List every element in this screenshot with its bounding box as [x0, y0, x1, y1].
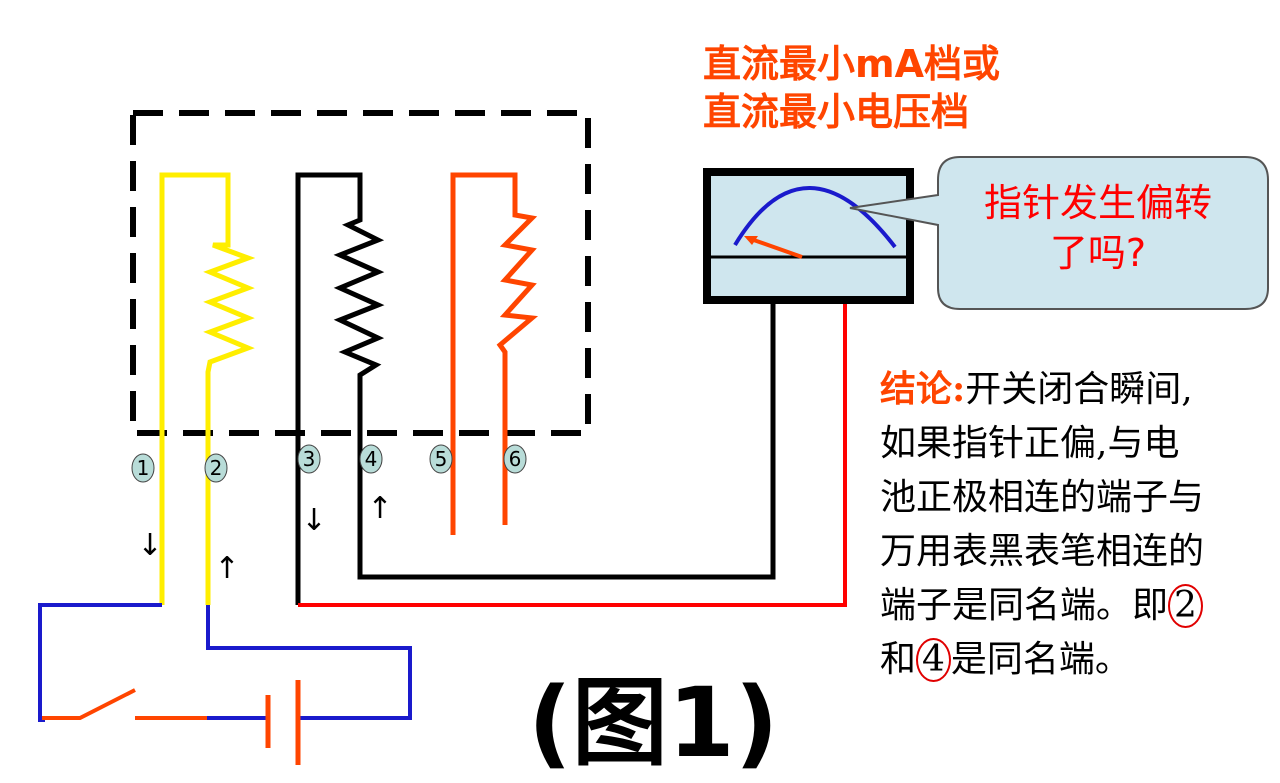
terminal-2: 2 — [204, 453, 228, 483]
transformer-housing — [130, 110, 591, 436]
conclusion-line4: 万用表黑表笔相连的 — [880, 531, 1205, 572]
terminal-3: 3 — [297, 444, 321, 474]
arrow-down-3: ↓ — [301, 503, 326, 538]
arrow-up-4: ↑ — [367, 491, 392, 526]
bubble-line2: 了吗? — [1049, 231, 1147, 275]
terminal-1: 1 — [131, 453, 155, 483]
terminal-number-2: 2 — [210, 456, 223, 480]
conclusion-label: 结论: — [880, 368, 966, 410]
terminal-number-3: 3 — [303, 447, 316, 471]
winding-yellow — [159, 172, 256, 605]
figure-caption: (图1) — [528, 667, 779, 779]
meter-scale-arc — [733, 186, 897, 249]
meter-setting-line2: 直流最小电压档 — [703, 90, 970, 134]
bubble-question: 指针发生偏转 了吗? — [948, 178, 1248, 278]
terminal-5: 5 — [429, 444, 453, 474]
terminal-6: 6 — [503, 444, 527, 474]
conclusion-line3: 池正极相连的端子与 — [880, 477, 1205, 518]
galvanometer — [703, 168, 914, 304]
winding-red — [450, 172, 539, 535]
conclusion-text: 结论:开关闭合瞬间, 如果指针正偏,与电 池正极相连的端子与 万用表黑表笔相连的… — [880, 362, 1280, 687]
winding-black — [295, 172, 776, 605]
conclusion-line1: 开关闭合瞬间, — [965, 369, 1193, 410]
conclusion-line6a: 和 — [880, 639, 917, 680]
circled-terminal-4: 4 — [916, 638, 951, 682]
bubble-line1: 指针发生偏转 — [983, 181, 1212, 225]
terminal-number-1: 1 — [137, 456, 150, 480]
terminal-number-5: 5 — [435, 447, 448, 471]
arrow-down-1: ↓ — [137, 528, 162, 563]
conclusion-line2: 如果指针正偏,与电 — [880, 423, 1180, 464]
meter-needle — [747, 236, 803, 259]
meter-setting-line1: 直流最小mA档或 — [703, 42, 1001, 86]
meter-red-lead — [298, 302, 847, 607]
speech-bubble — [849, 156, 1269, 310]
current-arrows: ↓ ↑ ↓ ↑ — [137, 491, 392, 586]
terminal-number-6: 6 — [509, 447, 522, 471]
conclusion-line6b: 是同名端。 — [950, 639, 1131, 680]
terminal-4: 4 — [359, 444, 383, 474]
terminal-number-4: 4 — [365, 447, 378, 471]
circled-terminal-2: 2 — [1168, 584, 1203, 628]
battery-circuit — [38, 603, 412, 765]
terminal-labels: 1 2 3 4 5 6 — [131, 444, 527, 483]
arrow-up-2: ↑ — [214, 551, 239, 586]
conclusion-line5: 端子是同名端。即 — [880, 585, 1169, 626]
meter-setting-label: 直流最小mA档或 直流最小电压档 — [703, 40, 1000, 136]
